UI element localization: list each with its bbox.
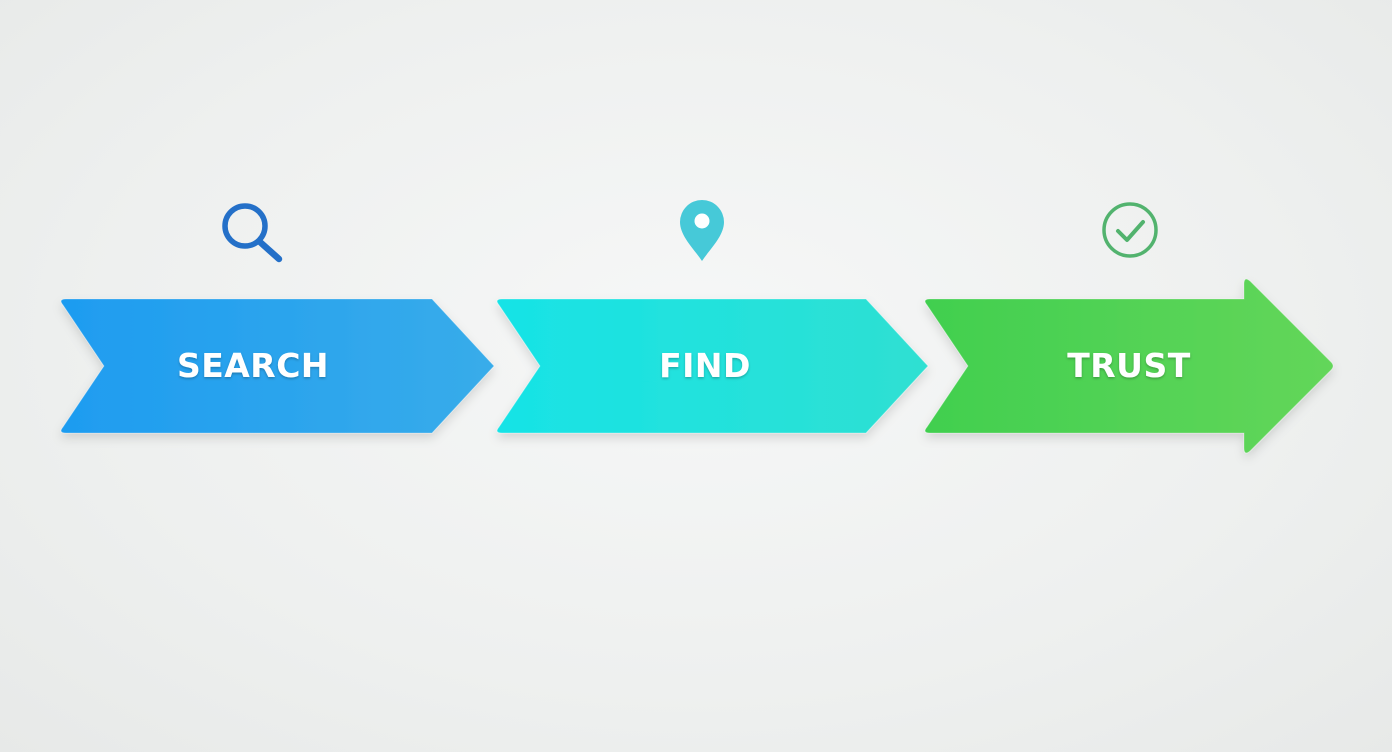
find-label: FIND [659,346,751,385]
search-icon [222,203,283,263]
find-chevron [496,298,929,434]
search-label: SEARCH [177,346,329,385]
step-find: FIND [496,200,929,434]
trust-arrow [924,278,1334,454]
search-chevron [60,298,495,434]
map-pin-icon [680,200,724,261]
step-search: SEARCH [60,203,495,434]
check-circle-icon [1102,202,1158,258]
trust-label: TRUST [1067,346,1191,385]
step-trust: TRUST [924,202,1334,454]
